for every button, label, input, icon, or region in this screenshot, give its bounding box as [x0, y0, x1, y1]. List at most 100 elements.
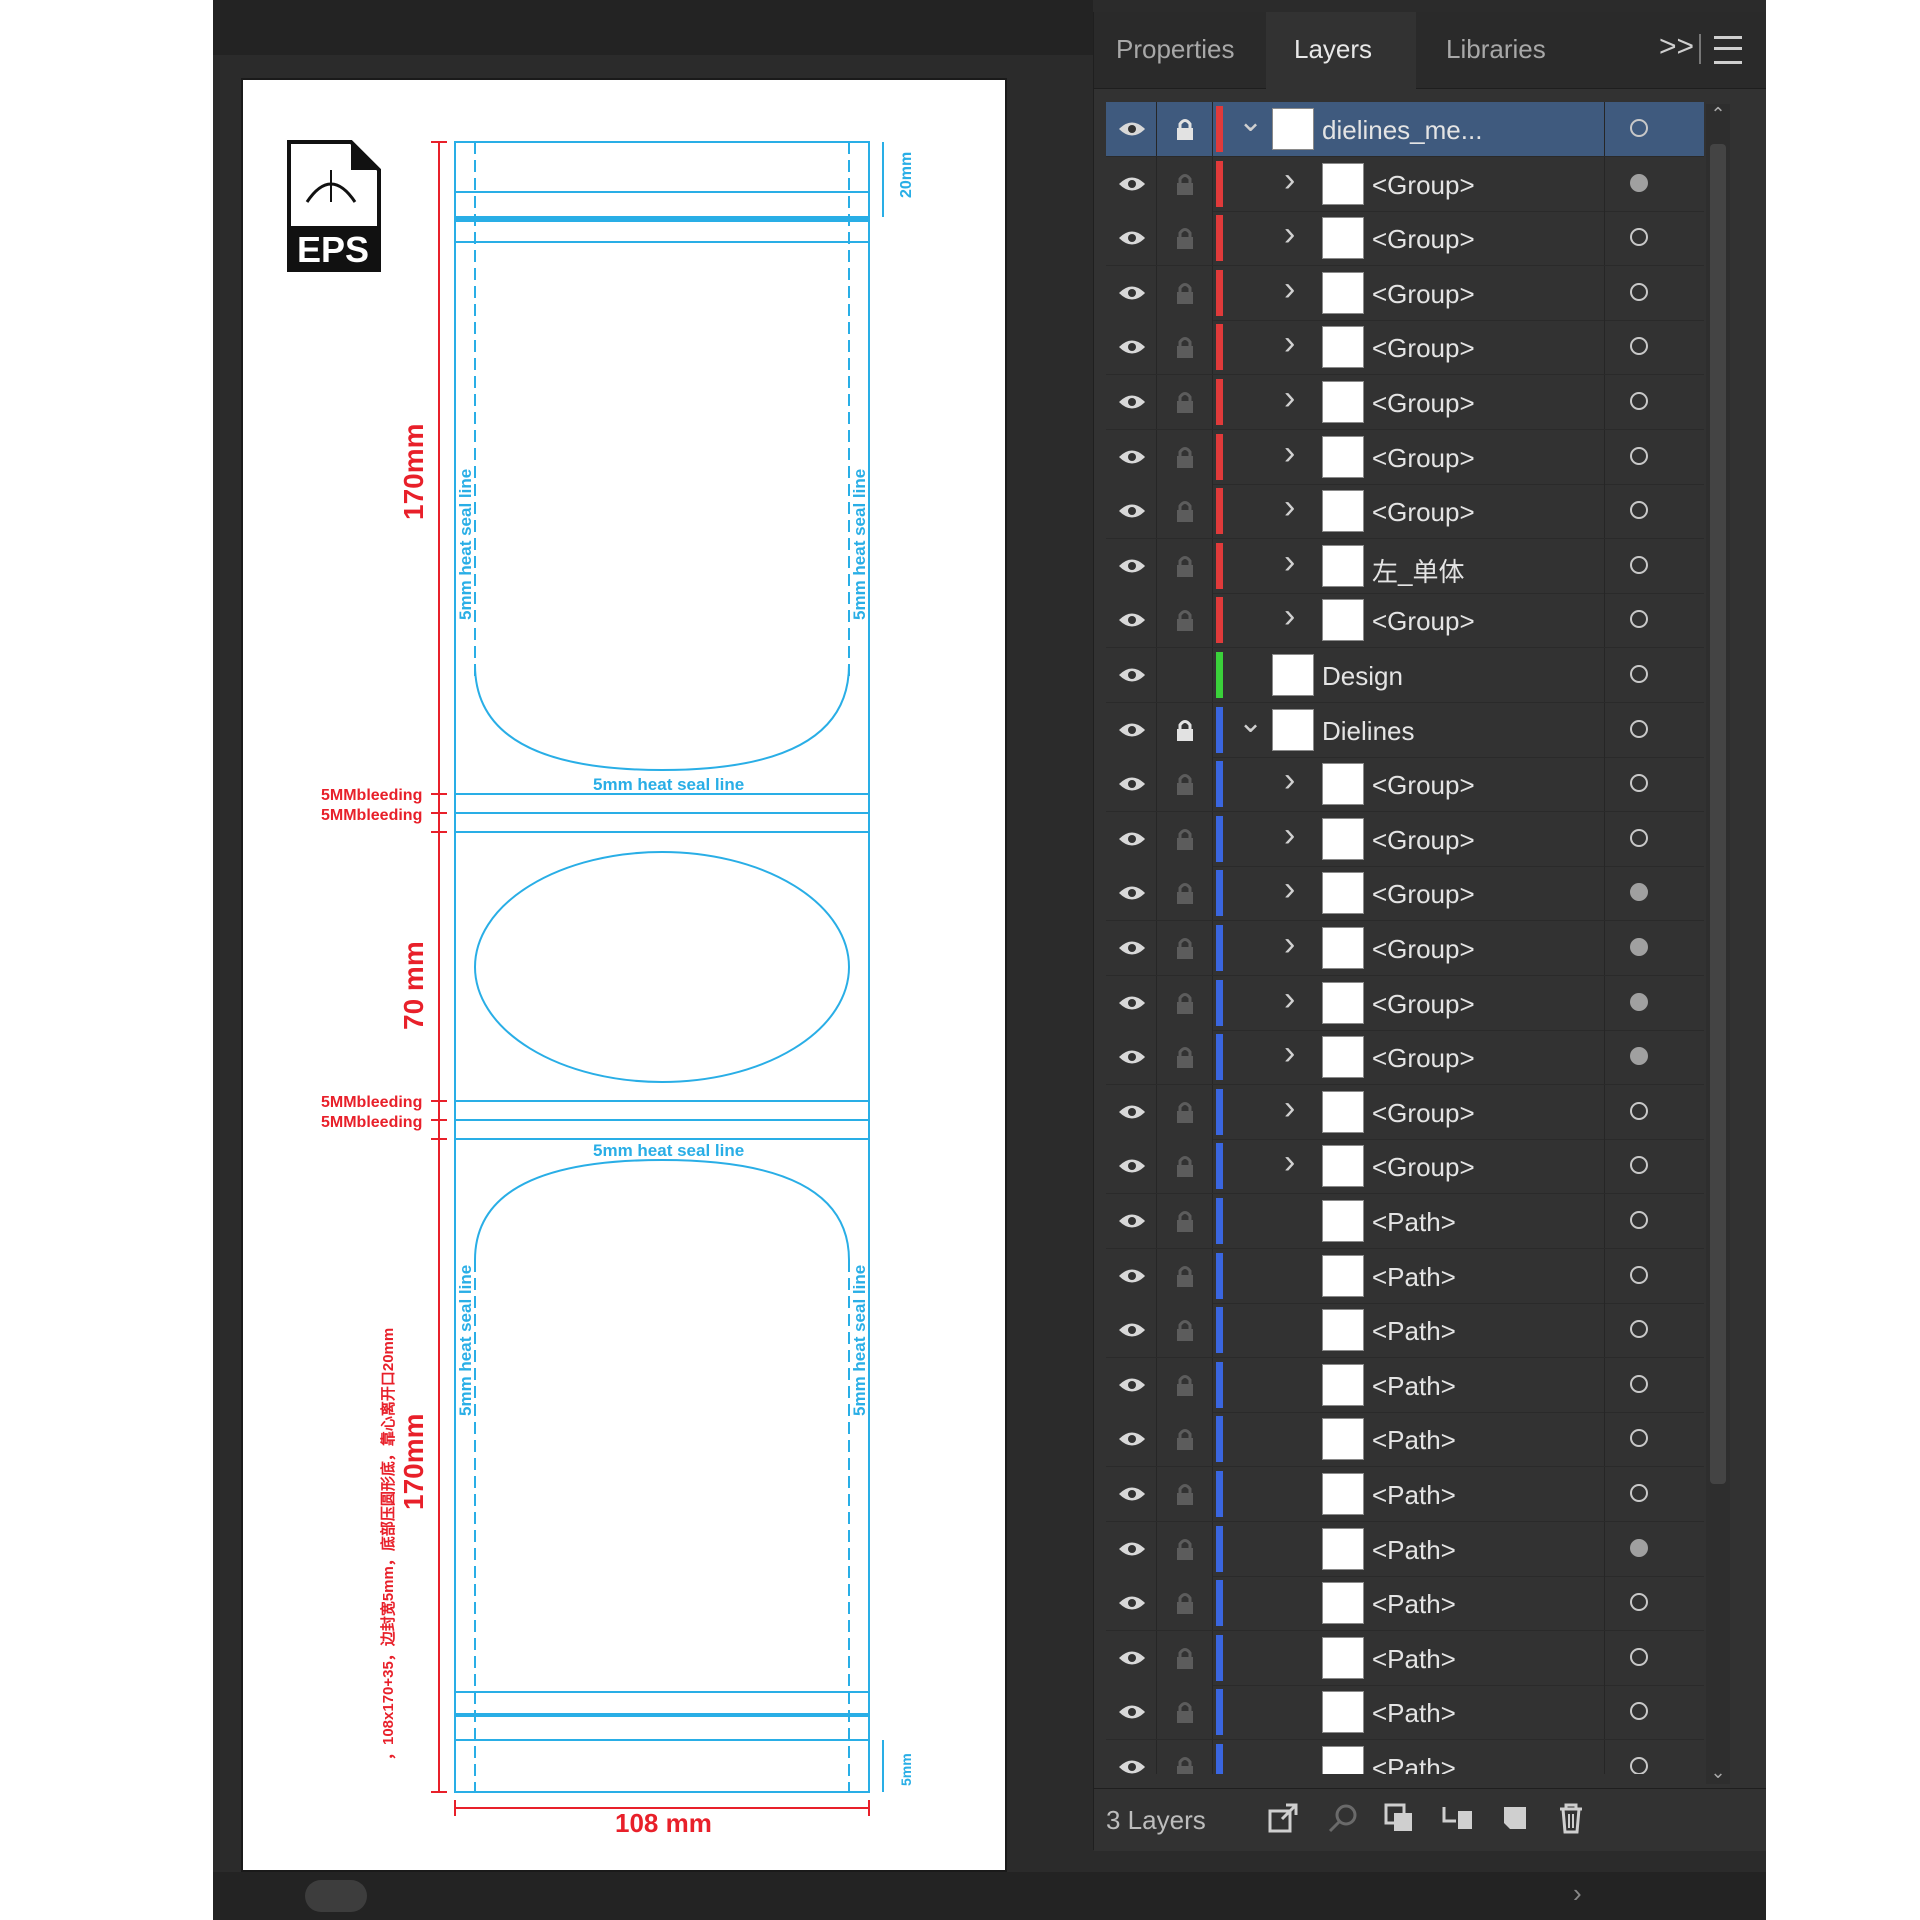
layer-name[interactable]: <Group>	[1372, 333, 1475, 363]
lock-toggle[interactable]	[1157, 1085, 1213, 1139]
target-circle-icon[interactable]	[1630, 1593, 1648, 1611]
lock-toggle[interactable]	[1157, 375, 1213, 429]
target-circle-icon[interactable]	[1630, 1757, 1648, 1774]
chevron-right-icon[interactable]: ›	[1284, 597, 1296, 635]
layer-row[interactable]: <Path>	[1106, 1358, 1704, 1413]
layer-name[interactable]: Dielines	[1322, 716, 1415, 746]
visibility-toggle[interactable]	[1106, 266, 1157, 320]
chevron-right-icon[interactable]: ›	[1284, 434, 1296, 472]
target-circle-icon[interactable]	[1630, 1102, 1648, 1120]
layer-row[interactable]: ›<Group>	[1106, 157, 1704, 212]
target-cell[interactable]	[1604, 593, 1704, 647]
visibility-toggle[interactable]	[1106, 648, 1157, 702]
visibility-toggle[interactable]	[1106, 1412, 1157, 1466]
target-cell[interactable]	[1604, 375, 1704, 429]
lock-toggle[interactable]	[1157, 976, 1213, 1030]
layer-row[interactable]: <Path>	[1106, 1249, 1704, 1304]
layer-name[interactable]: <Path>	[1372, 1371, 1456, 1401]
chevron-down-icon[interactable]: ⌄	[1238, 706, 1264, 739]
target-circle-icon[interactable]	[1630, 1539, 1648, 1557]
lock-toggle[interactable]	[1157, 593, 1213, 647]
layer-name[interactable]: Design	[1322, 661, 1403, 691]
lock-toggle[interactable]	[1157, 1412, 1213, 1466]
visibility-toggle[interactable]	[1106, 539, 1157, 593]
visibility-toggle[interactable]	[1106, 320, 1157, 374]
lock-toggle[interactable]	[1157, 1631, 1213, 1685]
lock-toggle[interactable]	[1157, 266, 1213, 320]
layer-name[interactable]: <Group>	[1372, 443, 1475, 473]
visibility-toggle[interactable]	[1106, 1194, 1157, 1248]
visibility-toggle[interactable]	[1106, 1631, 1157, 1685]
lock-toggle[interactable]	[1157, 866, 1213, 920]
layer-row[interactable]: <Path>	[1106, 1740, 1704, 1774]
lock-toggle[interactable]	[1157, 430, 1213, 484]
layer-row[interactable]: ›<Group>	[1106, 976, 1704, 1031]
visibility-toggle[interactable]	[1106, 1139, 1157, 1193]
target-circle-icon[interactable]	[1630, 501, 1648, 519]
target-circle-icon[interactable]	[1630, 1320, 1648, 1338]
chevron-right-icon[interactable]: ›	[1284, 488, 1296, 526]
new-layer-icon[interactable]	[1498, 1801, 1532, 1835]
layer-row[interactable]: ›<Group>	[1106, 866, 1704, 921]
chevron-down-icon[interactable]: ⌄	[1238, 105, 1264, 138]
lock-toggle[interactable]	[1157, 1249, 1213, 1303]
target-cell[interactable]	[1604, 976, 1704, 1030]
chevron-right-icon[interactable]: ›	[1284, 761, 1296, 799]
target-circle-icon[interactable]	[1630, 447, 1648, 465]
layer-row[interactable]: ›<Group>	[1106, 266, 1704, 321]
lock-toggle[interactable]	[1157, 1303, 1213, 1357]
target-circle-icon[interactable]	[1630, 829, 1648, 847]
target-circle-icon[interactable]	[1630, 556, 1648, 574]
target-circle-icon[interactable]	[1630, 1266, 1648, 1284]
target-cell[interactable]	[1604, 157, 1704, 211]
layer-name[interactable]: <Path>	[1372, 1425, 1456, 1455]
layer-name[interactable]: <Path>	[1372, 1535, 1456, 1565]
target-circle-icon[interactable]	[1630, 228, 1648, 246]
chevron-right-icon[interactable]: ›	[1284, 543, 1296, 581]
visibility-toggle[interactable]	[1106, 1522, 1157, 1576]
layer-row[interactable]: ›<Group>	[1106, 375, 1704, 430]
visibility-toggle[interactable]	[1106, 430, 1157, 484]
trash-icon[interactable]	[1554, 1801, 1588, 1835]
tab-properties[interactable]: Properties	[1116, 34, 1235, 64]
layer-row[interactable]: ⌄dielines_me...	[1106, 102, 1704, 157]
tab-libraries[interactable]: Libraries	[1446, 34, 1546, 64]
visibility-toggle[interactable]	[1106, 157, 1157, 211]
visibility-toggle[interactable]	[1106, 375, 1157, 429]
layer-name[interactable]: <Group>	[1372, 989, 1475, 1019]
visibility-toggle[interactable]	[1106, 593, 1157, 647]
lock-toggle[interactable]	[1157, 921, 1213, 975]
chevron-right-icon[interactable]: ›	[1284, 324, 1296, 362]
target-cell[interactable]	[1604, 1412, 1704, 1466]
scroll-thumb[interactable]	[1710, 144, 1726, 1484]
visibility-toggle[interactable]	[1106, 757, 1157, 811]
visibility-toggle[interactable]	[1106, 1030, 1157, 1084]
layer-name[interactable]: <Group>	[1372, 170, 1475, 200]
horizontal-scroll-thumb[interactable]	[305, 1880, 367, 1912]
chevron-right-icon[interactable]: ›	[1284, 816, 1296, 854]
layer-name[interactable]: <Group>	[1372, 934, 1475, 964]
layer-name[interactable]: 左_单体	[1372, 557, 1465, 587]
target-cell[interactable]	[1604, 430, 1704, 484]
lock-toggle[interactable]	[1157, 812, 1213, 866]
visibility-toggle[interactable]	[1106, 1303, 1157, 1357]
layer-name[interactable]: <Path>	[1372, 1262, 1456, 1292]
layer-name[interactable]: <Path>	[1372, 1316, 1456, 1346]
lock-toggle[interactable]	[1157, 1194, 1213, 1248]
panel-overflow-button[interactable]: >>	[1659, 30, 1695, 63]
lock-toggle[interactable]	[1157, 157, 1213, 211]
lock-toggle[interactable]	[1157, 648, 1213, 702]
lock-toggle[interactable]	[1157, 1740, 1213, 1774]
layer-row[interactable]: <Path>	[1106, 1194, 1704, 1249]
layer-name[interactable]: <Path>	[1372, 1698, 1456, 1728]
layer-name[interactable]: <Path>	[1372, 1480, 1456, 1510]
target-cell[interactable]	[1604, 866, 1704, 920]
layer-name[interactable]: <Group>	[1372, 879, 1475, 909]
new-sublayer-icon[interactable]	[1440, 1801, 1474, 1835]
chevron-right-icon[interactable]: ›	[1284, 1089, 1296, 1127]
target-cell[interactable]	[1604, 1358, 1704, 1412]
layer-row[interactable]: ›<Group>	[1106, 593, 1704, 648]
target-cell[interactable]	[1604, 1303, 1704, 1357]
target-circle-icon[interactable]	[1630, 1702, 1648, 1720]
tab-layers[interactable]: Layers	[1294, 34, 1373, 64]
